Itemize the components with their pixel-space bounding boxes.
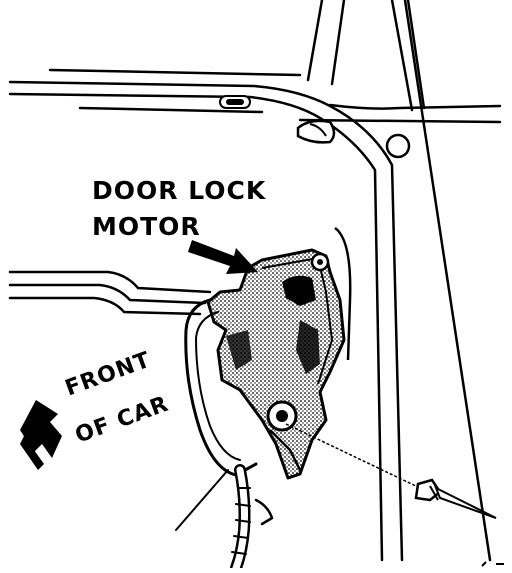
arrow-right-down-icon xyxy=(188,240,258,274)
callout-motor: MOTOR xyxy=(92,212,201,241)
callout-door-lock: DOOR LOCK xyxy=(92,176,267,205)
corner-marks xyxy=(481,561,504,567)
wiring-harness xyxy=(175,298,274,573)
door-bumper xyxy=(296,119,336,144)
pillar-hole xyxy=(385,133,411,159)
arrow-left-icon xyxy=(20,400,62,470)
rivet-icon xyxy=(285,423,497,519)
door-slot xyxy=(219,95,251,109)
door-edge-guide xyxy=(334,226,352,361)
door-lock-motor xyxy=(206,248,346,480)
lock-rods xyxy=(8,270,212,316)
door-frame xyxy=(8,0,502,562)
